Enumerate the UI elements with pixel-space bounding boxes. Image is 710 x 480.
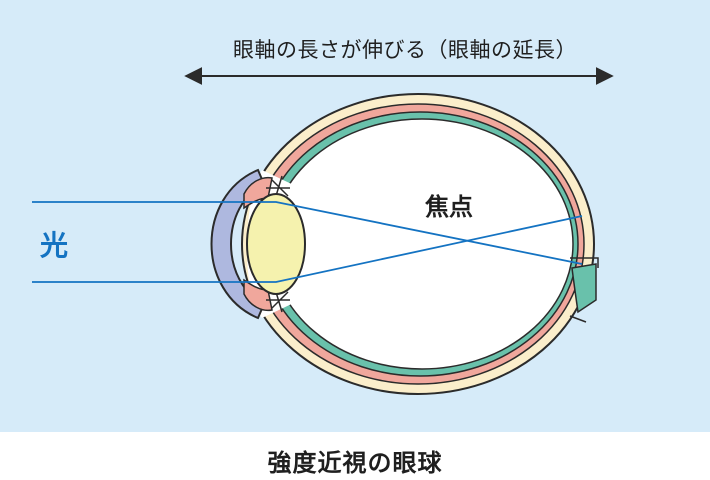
axial-length-label: 眼軸の長さが伸びる（眼軸の延長） xyxy=(233,38,577,62)
light-label: 光 xyxy=(40,229,69,262)
optic-nerve-sheath xyxy=(569,257,599,323)
light-ray-lower xyxy=(32,215,583,283)
optic-nerve xyxy=(571,263,597,314)
ciliary-zonule-upper xyxy=(266,175,290,197)
eye-cross-section xyxy=(32,67,614,395)
figure-caption: 強度近視の眼球 xyxy=(267,449,443,477)
vitreous-body xyxy=(270,118,574,370)
crystalline-lens xyxy=(246,193,306,295)
ciliary-zonule-lower xyxy=(266,291,290,313)
focal-point-label: 焦点 xyxy=(425,193,473,221)
light-ray-upper xyxy=(32,201,583,265)
cornea xyxy=(210,168,266,320)
